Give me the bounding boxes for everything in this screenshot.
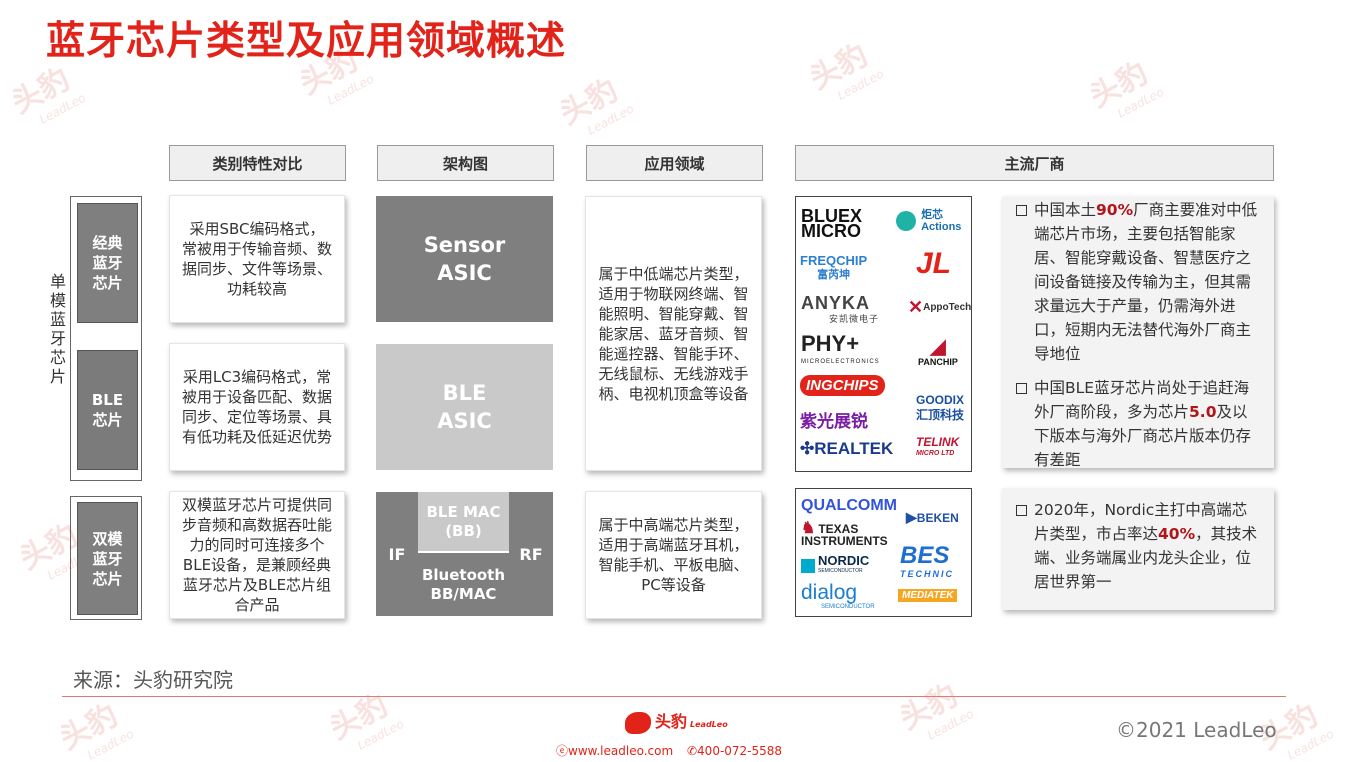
footer-website[interactable]: www.leadleo.com [568,744,674,758]
arch-bt-line1: Bluetooth [421,565,506,584]
application-single: 属于中低端芯片类型，适用于物联网终端、智能照明、智能穿戴、智能家居、蓝牙音频、智… [585,196,762,471]
logo-panchip: ◢PANCHIP [918,336,958,367]
arch-bt-line2: BB/MAC [430,584,497,603]
vendor-notes-single: 中国本土90%厂商主要准对中低端芯片市场，主要包括智能家居、智能穿戴设备、智慧医… [1002,196,1274,469]
footer-phone: 400-072-5588 [697,744,783,758]
dual-mode-frame [70,496,142,620]
header-architecture: 架构图 [377,145,554,181]
logo-appotech: ✕AppoTech [908,297,972,317]
header-category: 类别特性对比 [169,145,346,181]
logo-jl: JL [916,247,952,280]
arch-sensor-line2: ASIC [437,261,492,285]
arch-ble-mac-line1: BLE MAC [426,502,501,521]
arch-bt-bbmac: Bluetooth BB/MAC [418,553,509,616]
logo-ingchips: INGCHIPS [800,375,885,396]
arch-ble-line1: BLE [442,381,487,405]
arch-ble-line2: ASIC [437,409,492,433]
footer-divider [62,696,1286,697]
logo-mediatek: MEDIATEK [898,589,958,602]
feature-dual: 双模蓝牙芯片可提供同步音频和高数据吞吐能力的同时可连接多个BLE设备，是兼顾经典… [169,491,345,619]
leopard-logo-icon [625,711,651,734]
type-ble: BLE芯片 [77,350,138,470]
note-ble-gap: 中国BLE蓝牙芯片尚处于追赶海外厂商阶段，多为芯片5.0及以下版本与海外厂商芯片… [1014,376,1262,472]
arch-rf: RF [509,492,553,616]
logo-qualcomm: QUALCOMM [801,497,897,514]
type-classic: 经典蓝牙芯片 [77,203,138,323]
arch-if: IF [376,492,418,616]
copyright: ©2021 LeadLeo [1116,718,1277,742]
logo-phyplus: PHY+MICROELECTRONICS [801,331,880,366]
logo-unisoc: 紫光展锐 [800,412,868,431]
source-note: 来源：头豹研究院 [73,668,233,692]
arch-ble-mac-line2: (BB) [445,521,482,540]
footer-contact: ⓔwww.leadleo.com ✆400-072-5588 [556,742,782,759]
single-mode-label: 单模蓝牙芯片 [49,272,66,386]
web-icon: ⓔ [556,744,569,758]
page-title: 蓝牙芯片类型及应用领域概述 [46,19,567,64]
feature-ble: 采用LC3编码格式，常被用于设备匹配、数据同步、定位等场景、具有低功耗及低延迟优… [169,343,345,471]
note-nordic: 2020年，Nordic主打中高端芯片类型，市占率达40%，其技术端、业务端属业… [1014,498,1262,594]
arch-ble-asic: BLE ASIC [376,344,553,470]
vendor-notes-dual: 2020年，Nordic主打中高端芯片类型，市占率达40%，其技术端、业务端属业… [1002,488,1274,610]
arch-ble-mac: BLE MAC (BB) [418,492,509,553]
arch-sensor-line1: Sensor [423,233,506,257]
header-vendors: 主流厂商 [795,145,1274,181]
arch-sensor-asic: Sensor ASIC [376,196,553,322]
logo-beken: ▶BEKEN [906,509,959,525]
logo-realtek: ✣REALTEK [800,439,894,458]
application-dual: 属于中高端芯片类型，适用于高端蓝牙耳机，智能手机、平板电脑、PC等设备 [585,491,762,619]
phone-icon: ✆ [686,744,698,758]
feature-classic: 采用SBC编码格式，常被用于传输音频、数据同步、文件等场景、功耗较高 [169,195,345,323]
single-mode-bracket [70,196,142,481]
note-domestic: 中国本土90%厂商主要准对中低端芯片市场，主要包括智能家居、智能穿戴设备、智慧医… [1014,198,1262,366]
type-dual: 双模蓝牙芯片 [77,502,138,615]
header-application: 应用领域 [586,145,763,181]
